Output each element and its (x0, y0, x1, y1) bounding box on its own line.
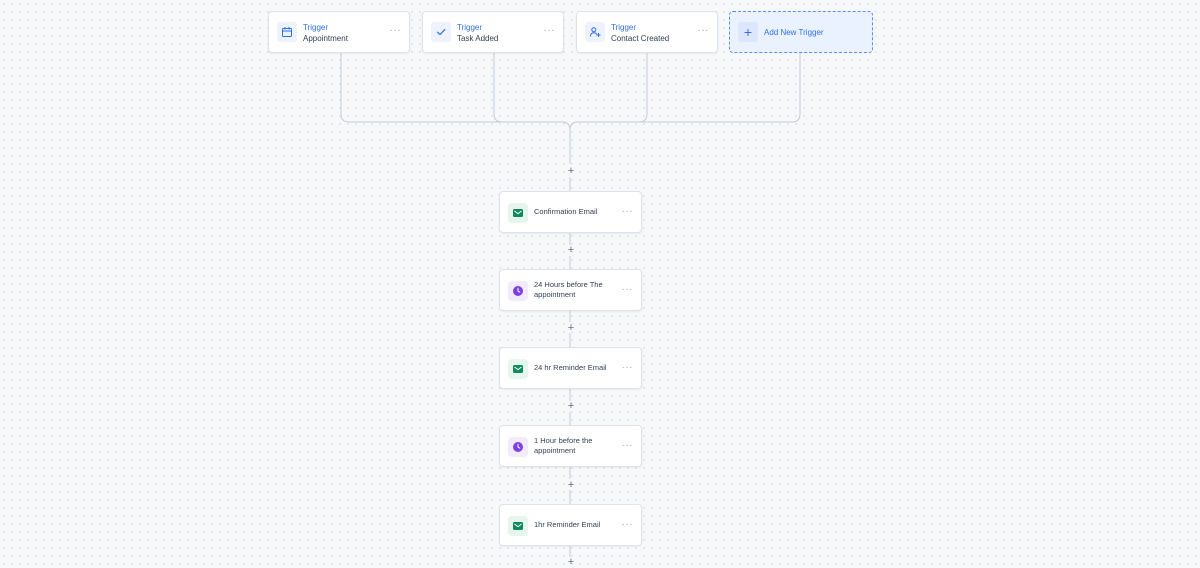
more-options-icon[interactable]: ··· (621, 284, 633, 295)
add-step-button[interactable]: + (567, 556, 575, 568)
more-options-icon[interactable]: ··· (389, 25, 401, 36)
trigger-title: Trigger (303, 23, 329, 32)
more-options-icon[interactable]: ··· (621, 206, 633, 217)
add-step-button[interactable]: + (567, 400, 575, 412)
trigger-title: Trigger (611, 23, 637, 32)
more-options-icon[interactable]: ··· (621, 440, 633, 451)
action-label: 1hr Reminder Email (534, 520, 601, 529)
add-step-button[interactable]: + (567, 479, 575, 491)
user-plus-icon (585, 22, 605, 42)
clock-icon (508, 281, 528, 301)
add-step-button[interactable]: + (567, 322, 575, 334)
action-label: Confirmation Email (534, 207, 598, 216)
email-icon (508, 516, 528, 536)
action-label: 24 Hours before The appointment (534, 280, 603, 299)
action-label: 24 hr Reminder Email (534, 363, 607, 372)
calendar-icon (277, 22, 297, 42)
add-trigger-label: Add New Trigger (764, 28, 824, 37)
more-options-icon[interactable]: ··· (621, 362, 633, 373)
action-label: 1 Hour before the appointment (534, 436, 593, 455)
check-icon (431, 22, 451, 42)
plus-icon: + (738, 22, 758, 42)
more-options-icon[interactable]: ··· (543, 25, 555, 36)
trigger-subtitle: Task Added (457, 34, 499, 43)
trigger-card-task-added[interactable]: Trigger Task Added ··· (422, 11, 564, 53)
action-card-wait-1-hour[interactable]: 1 Hour before the appointment ··· (499, 425, 642, 467)
action-card-wait-24-hours[interactable]: 24 Hours before The appointment ··· (499, 269, 642, 311)
more-options-icon[interactable]: ··· (697, 25, 709, 36)
add-step-button[interactable]: + (567, 165, 575, 177)
clock-icon (508, 437, 528, 457)
action-card-1hr-reminder-email[interactable]: 1hr Reminder Email ··· (499, 504, 642, 546)
trigger-card-appointment[interactable]: Trigger Appointment ··· (268, 11, 410, 53)
trigger-subtitle: Appointment (303, 34, 348, 43)
trigger-card-contact-created[interactable]: Trigger Contact Created ··· (576, 11, 718, 53)
email-icon (508, 359, 528, 379)
add-step-button[interactable]: + (567, 244, 575, 256)
trigger-subtitle: Contact Created (611, 34, 670, 43)
action-card-24hr-reminder-email[interactable]: 24 hr Reminder Email ··· (499, 347, 642, 389)
trigger-title: Trigger (457, 23, 483, 32)
action-card-confirmation-email[interactable]: Confirmation Email ··· (499, 191, 642, 233)
more-options-icon[interactable]: ··· (621, 519, 633, 530)
add-new-trigger-button[interactable]: + Add New Trigger (729, 11, 873, 53)
email-icon (508, 203, 528, 223)
